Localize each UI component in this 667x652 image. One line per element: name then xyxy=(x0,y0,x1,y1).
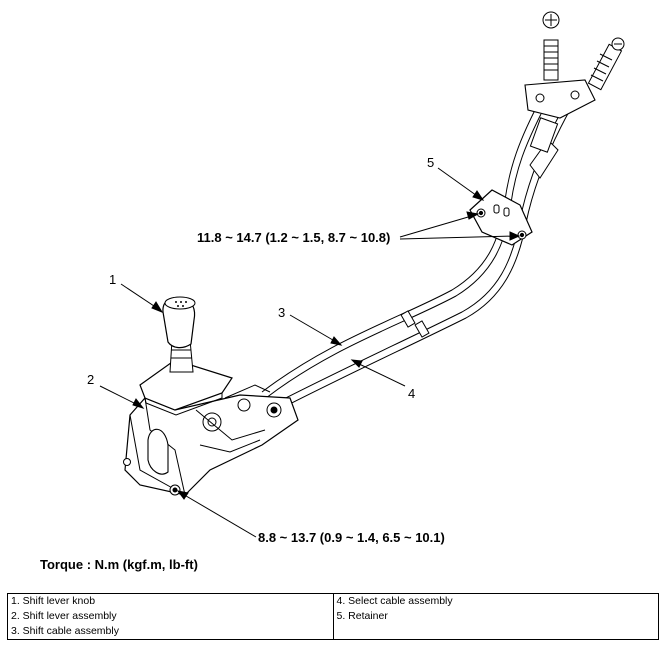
torque-spec-retainer: 11.8 ~ 14.7 (1.2 ~ 1.5, 8.7 ~ 10.8) xyxy=(197,230,391,245)
legend-row: 3. Shift cable assembly xyxy=(7,624,659,640)
parts-legend: 1. Shift lever knob 4. Select cable asse… xyxy=(7,593,659,640)
callout-2: 2 xyxy=(87,372,95,387)
shift-cable xyxy=(261,109,542,399)
callout-4: 4 xyxy=(408,386,416,401)
cable-end-fittings xyxy=(524,11,625,179)
callout-3: 3 xyxy=(278,305,286,320)
torque-spec-lever-base: 8.8 ~ 13.7 (0.9 ~ 1.4, 6.5 ~ 10.1) xyxy=(258,530,445,545)
legend-row: 1. Shift lever knob 4. Select cable asse… xyxy=(7,593,659,609)
legend-item: 3. Shift cable assembly xyxy=(7,624,334,640)
housing-bolt xyxy=(123,458,131,466)
torque-heading: Torque : N.m (kgf.m, lb-ft) xyxy=(40,557,198,572)
legend-item: 1. Shift lever knob xyxy=(7,593,334,609)
shift-lever-knob xyxy=(162,296,196,349)
legend-row: 2. Shift lever assembly 5. Retainer xyxy=(7,609,659,624)
callout-1: 1 xyxy=(109,272,117,287)
shift-lever-housing xyxy=(123,384,299,496)
legend-item: 5. Retainer xyxy=(332,609,659,624)
callout-5: 5 xyxy=(427,155,435,170)
leader-lines xyxy=(99,167,521,538)
cable-clamp xyxy=(400,310,416,328)
select-cable xyxy=(271,104,572,412)
cable-clamp xyxy=(414,320,430,338)
retainer-bracket xyxy=(469,189,533,246)
legend-item xyxy=(332,624,659,640)
legend-item: 4. Select cable assembly xyxy=(332,593,659,609)
shift-lever-diagram xyxy=(99,11,625,538)
legend-item: 2. Shift lever assembly xyxy=(7,609,334,624)
